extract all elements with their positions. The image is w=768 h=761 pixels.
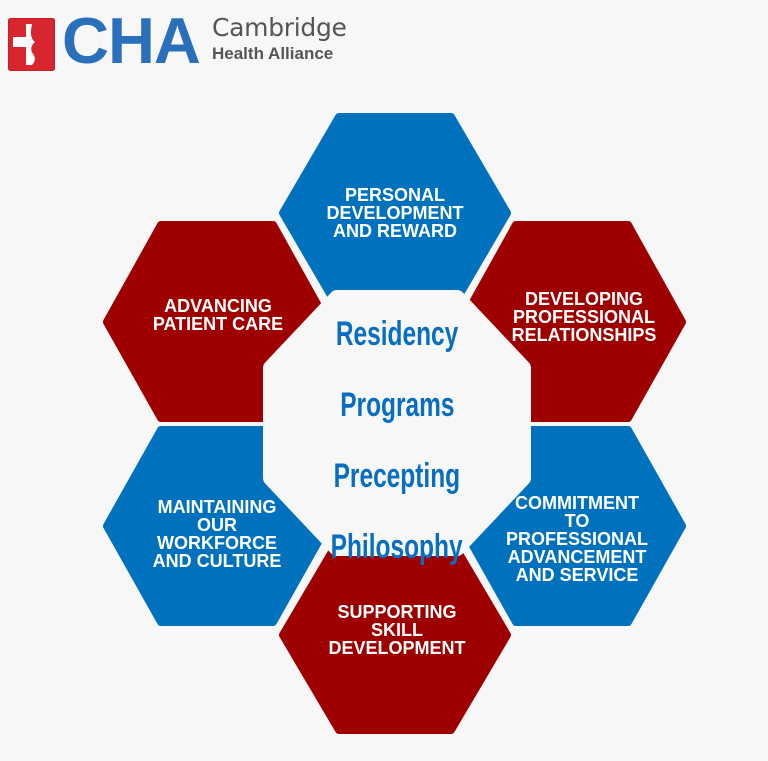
center-title-line-3: Precepting: [333, 456, 461, 495]
center-octagon: [263, 290, 531, 556]
logo-abbreviation: CHA: [62, 4, 201, 77]
segment-label-lower-left: MAINTAINING OUR WORKFORCE AND CULTURE: [152, 497, 282, 571]
cha-cross-icon: [8, 18, 55, 71]
center-title-line-1: Residency: [335, 314, 459, 353]
segment-label-lower-right: COMMITMENT TO PROFESSIONAL ADVANCEMENT A…: [505, 493, 648, 585]
segment-label-upper-right: DEVELOPING PROFESSIONAL RELATIONSHIPS: [511, 289, 657, 345]
segment-label-top: PERSONAL DEVELOPMENT AND REWARD: [326, 185, 464, 241]
logo-name-line1: Cambridge: [212, 13, 347, 42]
segment-label-bottom: SUPPORTING SKILL DEVELOPMENT: [328, 602, 466, 658]
center-title-line-4: Philosophy: [331, 527, 463, 566]
center-title: Residency Programs Precepting Philosophy: [287, 281, 507, 565]
segment-label-upper-left: ADVANCING PATIENT CARE: [152, 296, 284, 334]
center-title-line-2: Programs: [339, 385, 455, 424]
logo-name-line2: Health Alliance: [212, 44, 334, 63]
